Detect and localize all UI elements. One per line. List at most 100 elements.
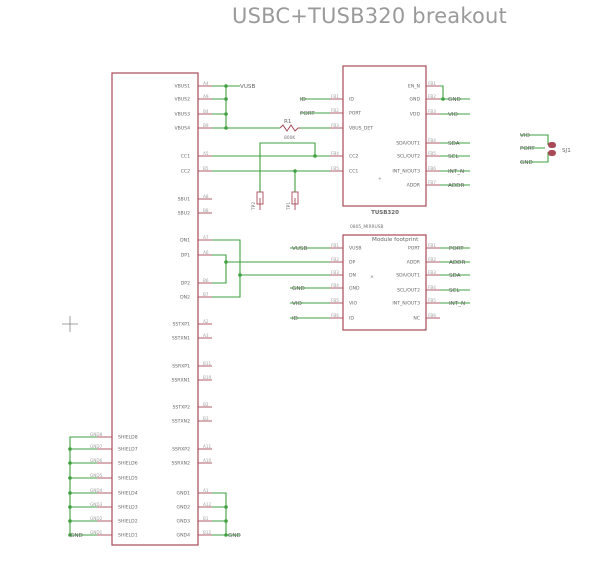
net-intn-tusb: INT_N (448, 169, 464, 175)
shield-pin-label: SHIELD1 (118, 533, 138, 539)
shield-net-label: GND5 (90, 473, 103, 478)
net-id-module: ID (292, 316, 298, 322)
conn-pin-label: VBUS1 (175, 84, 191, 90)
conn-pin-number: B3 (203, 416, 209, 421)
solder-jumper-sj1: SJ1 (548, 142, 571, 156)
module-right-pin-number: FB4 (428, 285, 436, 290)
net-sda-tusb: SDA (448, 141, 460, 147)
tusb-left-pin-label: CC1 (349, 169, 358, 175)
net-gnd-conn: GND (228, 533, 241, 539)
module-center-mark: × (370, 274, 374, 280)
module-left-pin-number: FB3 (331, 270, 339, 275)
conn-pin-number: B1 (203, 516, 209, 521)
shield-net-label: GND2 (90, 516, 103, 521)
module-sub: 0805_MIRRUSB (350, 224, 384, 230)
net-gnd-tusb: GND (448, 97, 461, 103)
shield-net-label: GND4 (90, 488, 103, 493)
shield-pin-label: SHIELD5 (118, 476, 138, 482)
tusb-left-pin-label: VBUS_DET (349, 126, 373, 132)
usbc-connector: VBUS1A4VBUS2A9VBUS3B4VBUS4B9CC1A5CC2B5SB… (90, 72, 212, 546)
module-right-pin-number: FB3 (428, 270, 436, 275)
conn-pin-label: VBUS3 (175, 112, 191, 118)
tusb-left-pin-number: FB1 (331, 94, 339, 99)
net-gnd-shield: GND (70, 533, 83, 539)
shield-net-label: GND6 (90, 458, 103, 463)
net-addr-tusb: ADDR (448, 183, 464, 189)
conn-pin-number: A8 (203, 194, 209, 199)
module-right-pin-number: FB6 (428, 313, 436, 318)
tusb-right-pin-label: GND (409, 97, 420, 103)
tusb-right-pin-number: FB2 (428, 94, 436, 99)
conn-pin-label: DN2 (180, 295, 190, 301)
module-left-pin-label: GND (349, 286, 360, 292)
net-port-module: PORT (449, 246, 464, 252)
shield-pin-label: SHIELD3 (118, 505, 138, 511)
shield-net-label: GND8 (90, 432, 103, 437)
net-vio-sj: VIO (520, 133, 530, 139)
module-right-pin-label: PORT (408, 246, 420, 252)
module-left-pin-number: FB4 (331, 283, 339, 288)
conn-pin-number: A12 (203, 502, 212, 507)
shield-net-label: GND1 (90, 530, 103, 535)
conn-pin-number: B4 (203, 109, 209, 114)
tusb-left-pin-number: FB3 (331, 123, 339, 128)
net-labels: VUSB ID PORT GND VIO SDA SCL INT_N ADDR … (70, 84, 535, 539)
shield-pin-label: SHIELD4 (118, 491, 138, 497)
module-left-pin-number: FB2 (331, 257, 339, 262)
conn-pin-number: B5 (203, 166, 209, 171)
net-port-sj: PORT (520, 146, 535, 152)
tusb-right-pin-number: FB7 (428, 180, 436, 185)
net-scl-tusb: SCL (448, 154, 459, 160)
conn-pin-number: B10 (203, 375, 212, 380)
conn-pin-label: SSRXN2 (171, 461, 190, 467)
conn-pin-number: A11 (203, 444, 212, 449)
module-header: Module footprint (372, 237, 419, 243)
conn-pin-label: VBUS2 (175, 97, 191, 103)
tusb-right-pin-label: VDD (410, 112, 421, 118)
conn-pin-label: SSRXP1 (172, 364, 190, 370)
shield-net-label: GND7 (90, 444, 103, 449)
conn-pin-label: SSRXN1 (171, 378, 190, 384)
tusb-left-pin-label: ID (349, 97, 354, 103)
testpoint-tp1: TP1 (286, 191, 299, 211)
conn-pin-number: A7 (203, 235, 209, 240)
net-vusb-module: VUSB (292, 246, 307, 252)
conn-pin-number: B11 (203, 361, 212, 366)
module-left-pin-number: FB6 (331, 313, 339, 318)
tusb-right-pin-number: FB3 (428, 109, 436, 114)
tusb-right-pin-number: FB6 (428, 166, 436, 171)
tusb-right-pin-label: INT_N/OUT3 (392, 169, 420, 175)
tusb-center-mark: + (378, 176, 382, 182)
module-right-pin-label: ADDR (407, 260, 421, 266)
conn-pin-number: B12 (203, 530, 212, 535)
conn-pin-label: GND3 (177, 519, 191, 525)
conn-pin-number: A5 (203, 151, 209, 156)
conn-pin-label: SSTXN2 (172, 419, 190, 425)
net-id-top: ID (300, 97, 306, 103)
conn-pin-label: SBU1 (178, 197, 190, 203)
tusb320-chip: IDFB1PORTFB2VBUS_DETFB3CC2FB4CC1FB5EN_NF… (330, 65, 440, 216)
conn-pin-number: A1 (203, 488, 209, 493)
net-gnd-sj: GND (520, 160, 533, 166)
module-left-pin-label: ID (349, 316, 354, 322)
conn-pin-label: GND1 (177, 491, 191, 497)
net-sda-module: SDA (449, 273, 461, 279)
net-scl-module: SCL (449, 288, 460, 294)
tusb-right-pin-label: SCL/OUT2 (397, 154, 420, 160)
tusb-left-pin-label: CC2 (349, 154, 358, 160)
net-vio-module: VIO (292, 301, 302, 307)
conn-pin-number: A2 (203, 319, 209, 324)
module-right-pin-number: FB1 (428, 243, 436, 248)
net-intn-module: INT_N (449, 301, 465, 307)
tusb-left-pin-label: PORT (349, 111, 361, 117)
net-vusb-top: VUSB (240, 84, 255, 90)
conn-pin-number: A3 (203, 333, 209, 338)
tusb-right-pin-number: FB5 (428, 151, 436, 156)
conn-pin-label: DP1 (181, 253, 190, 259)
shield-pin-label: SHIELD7 (118, 447, 138, 453)
junctions (68, 84, 445, 537)
conn-pin-number: B7 (203, 292, 209, 297)
conn-pin-number: A6 (203, 250, 209, 255)
wires (69, 85, 549, 536)
module-footprint: VUSBFB1DPFB2DNFB3GNDFB4VIOFB5IDFB6PORTFB… (330, 224, 440, 331)
